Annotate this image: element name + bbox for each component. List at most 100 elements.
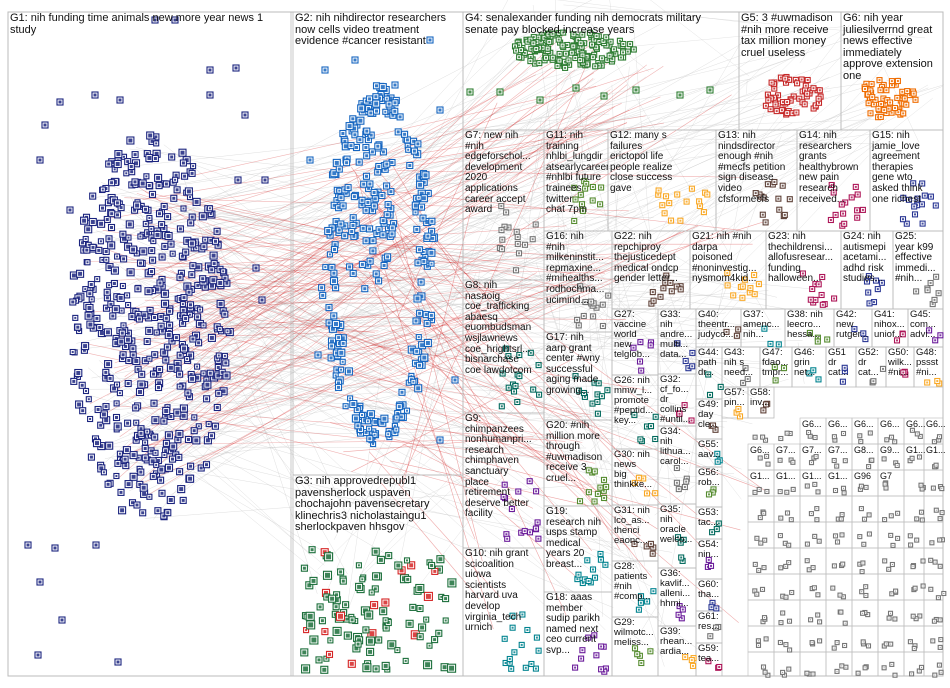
g1-node-fill [196,366,198,368]
small-group-node-fill [865,667,866,668]
small-group-node-fill [868,645,869,646]
g1-node-fill [179,276,182,279]
small-group-label: G96 [852,470,878,482]
g3-node-fill [417,586,422,591]
g1-node-outlier-fill [255,267,258,270]
g1-node-fill [120,206,123,209]
g1-node-fill [129,270,133,274]
group-node-fill [515,269,517,271]
g1-node-fill [155,464,157,466]
small-group-node-fill [780,438,781,439]
g3-node-fill [449,666,454,671]
g1-node-fill [71,301,74,304]
group-node-fill [505,662,507,664]
group-node-fill [869,302,871,304]
g2-node-fill [382,219,385,222]
group-label-g29: G29: wilmotc... meliss... [612,617,658,649]
group-node-fill [588,580,590,582]
g2-node-fill [330,356,333,359]
g1-node-fill [151,140,154,143]
g1-node-fill [128,139,132,143]
g1-node-fill [125,448,129,452]
small-group-node-fill [834,565,835,566]
g2-node-fill [337,386,340,389]
g1-node-fill [74,317,76,319]
g4-node-fill [538,62,540,64]
g1-node-fill [219,328,221,330]
group-node-fill [856,209,858,211]
group-node-fill [536,637,538,639]
group-label-g49: G49: day cle... [696,399,722,431]
g5-node-fill [770,108,772,110]
g1-node-outlier-fill [94,94,97,97]
g1-node-fill [179,487,183,491]
g1-node-fill [122,257,125,260]
group-node-fill [505,533,507,535]
small-group-node-fill [814,587,815,588]
g3-node-fill [368,639,373,644]
g1-node-fill [119,453,121,455]
g2-node-fill [352,216,355,219]
g1-node-fill [144,447,147,450]
g3-node-fill [326,554,331,559]
small-group-node-fill [835,535,836,536]
g3-node-fill [318,658,321,661]
g1-node-fill [203,324,205,326]
small-group-node-fill [940,639,941,640]
group-node-fill [699,205,701,207]
group-label-g26: G26: nih mmw_l... promote #peptid... key… [612,375,658,427]
g3-node-fill [311,638,316,643]
group-label-g3: G3: nih approvedrepubl1 pavensherlock us… [293,475,463,535]
small-group-node-fill [934,621,935,622]
g1-node-fill [182,414,186,418]
g1-node-fill [169,498,173,502]
g2-node-fill [429,251,433,255]
g2-node-fill [416,142,419,145]
g6-node-fill [891,112,893,114]
small-group-node-fill [788,669,789,670]
group-label-g36: G36: kavlif... alleni... hhmi... [658,568,696,610]
g4-node-fill [622,51,624,53]
group-node-fill [602,325,604,327]
small-group-label: G7... [774,444,800,456]
small-group-node-fill [932,640,933,641]
g4-node-fill [592,56,594,58]
small-group-node-fill [837,671,838,672]
group-label-g9: G9: chimpanzees nonhumanpri... research … [463,413,544,521]
g2-node-fill [354,417,358,421]
g1-node-fill [197,341,200,344]
g1-node-fill [159,479,162,482]
g4-node-fill [559,60,561,62]
g4-node-fill [572,45,574,47]
small-group-node-fill [758,570,759,571]
group-node-fill [653,300,655,302]
group-node-fill [592,403,594,405]
g4-node-fill [620,57,622,59]
small-group-node-fill [837,642,838,643]
g1-node-fill [101,259,103,261]
group-label-g19: G19: research nih usps stamp medical yea… [544,506,612,572]
group-node-fill [877,288,879,290]
g2-node-fill [366,201,369,204]
g1-node-fill [115,475,117,477]
small-group-node-fill [785,644,786,645]
g2-node-fill [406,138,409,141]
group-node-fill [574,667,576,669]
group-node-fill [810,299,812,301]
group-node-fill [698,200,700,202]
small-group-node-fill [888,569,889,570]
g4-node-fill [609,55,611,57]
g1-node-fill [106,330,110,334]
g4-node-outlier-fill [603,95,606,98]
g1-node-fill [163,245,166,248]
g4-node-fill [595,46,597,48]
g2-node-fill [384,111,386,113]
small-group-node-fill [785,543,786,544]
g1-node-fill [193,429,196,432]
g3-node-fill [419,635,422,638]
g1-node-fill [147,156,151,160]
small-group-node-fill [765,440,766,441]
g1-node-outlier-fill [95,544,98,547]
group-node-fill [914,213,916,215]
g1-node-fill [191,338,194,341]
